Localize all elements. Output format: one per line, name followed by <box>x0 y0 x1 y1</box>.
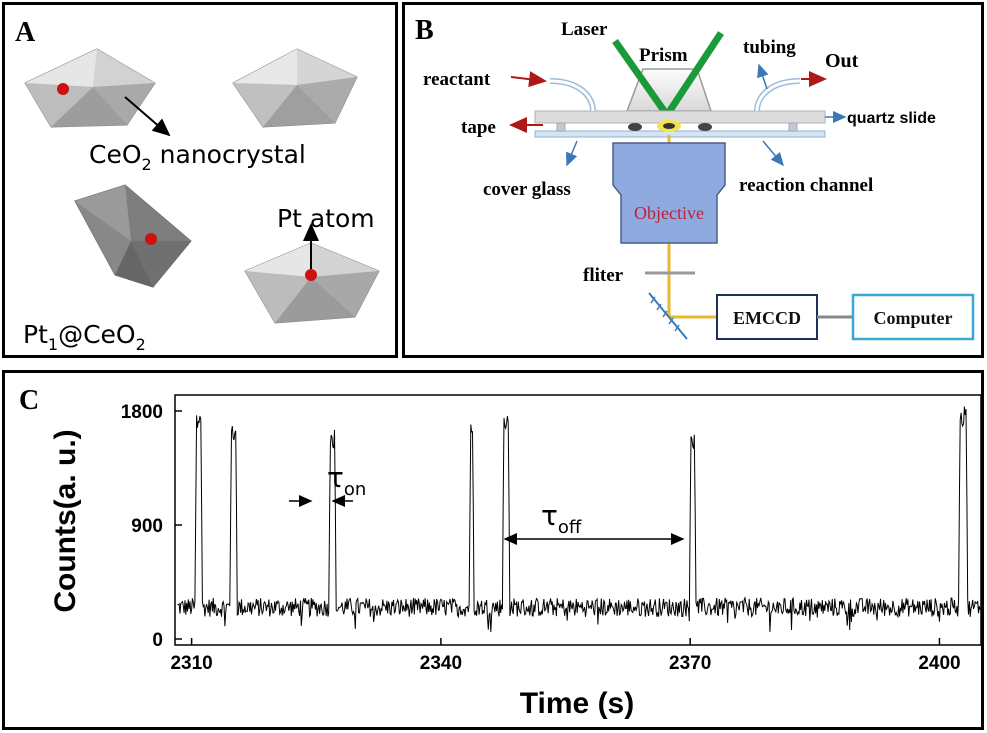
reactant-label: reactant <box>423 69 491 90</box>
pt-atom-dot <box>305 269 317 281</box>
count-trace <box>177 406 981 633</box>
out-label: Out <box>825 50 859 72</box>
x-axis: 2310 2340 2370 2400 <box>170 638 961 674</box>
objective-lens <box>612 142 726 244</box>
quartz-slide <box>534 110 826 124</box>
laser-label: Laser <box>561 19 608 40</box>
tau-on-label: τon <box>327 461 366 500</box>
x-tick-label: 2310 <box>170 653 212 674</box>
y-tick-label: 1800 <box>121 402 163 423</box>
cover-glass <box>534 130 826 138</box>
panel-c-chart: C 0 900 1800 2310 2340 2370 2400 Time (s) Cou… <box>19 385 982 720</box>
x-tick-label: 2400 <box>918 653 960 674</box>
nanocrystal-label: CeO2 nanocrystal <box>89 140 306 174</box>
x-tick-label: 2370 <box>669 653 711 674</box>
objective-label: Objective <box>634 203 704 223</box>
panel-c-letter: C <box>19 385 39 416</box>
cover-glass-label: cover glass <box>483 179 571 200</box>
panel-a-letter: A <box>15 17 36 48</box>
panel-b-schematic: B Objective <box>415 15 975 341</box>
panel-a-illustration: A CeO2 nanocrystal Pt atom Pt1@CeO2 <box>15 17 380 354</box>
tape-spacer <box>556 122 566 132</box>
filter-label: fliter <box>583 265 624 286</box>
tubing-label: tubing <box>743 37 796 58</box>
reaction-channel-label: reaction channel <box>739 175 873 196</box>
quartz-slide-label: quartz slide <box>847 110 936 127</box>
emccd-box <box>716 294 818 340</box>
outlet-tubing-core <box>755 79 801 112</box>
panel-a: A CeO2 nanocrystal Pt atom Pt1@CeO2 <box>2 2 398 358</box>
tau-off-label: τoff <box>541 499 582 538</box>
y-axis: 0 900 1800 <box>121 402 182 651</box>
emccd-label: EMCCD <box>733 308 801 328</box>
tape-label: tape <box>461 117 496 138</box>
y-tick-label: 0 <box>152 630 163 651</box>
pt-atom-label: Pt atom <box>277 204 375 233</box>
tape-spacer <box>788 122 798 132</box>
formula-label: Pt1@CeO2 <box>23 320 146 354</box>
x-axis-title: Time (s) <box>520 687 634 720</box>
nanocrystal-arrow <box>124 96 171 137</box>
pt-atom-dot <box>57 83 69 95</box>
reaction-particles <box>628 120 712 132</box>
x-tick-label: 2340 <box>420 653 462 674</box>
pt-atom-dot <box>145 233 157 245</box>
tubing-arrow <box>757 63 769 90</box>
inlet-tubing-core <box>549 79 595 112</box>
cover-glass-arrow <box>566 140 578 167</box>
plot-frame <box>174 394 982 646</box>
ceo2-crystal-2 <box>232 48 358 128</box>
y-axis-title: Counts(a. u.) <box>49 429 82 612</box>
panel-b-letter: B <box>415 15 434 46</box>
reactant-arrow <box>510 71 547 88</box>
ceo2-crystal-3 <box>74 184 192 288</box>
mirror <box>648 292 688 340</box>
reaction-channel-arrow <box>762 140 784 167</box>
panel-b: B Objective <box>402 2 984 358</box>
ceo2-crystal-4 <box>244 242 380 324</box>
computer-label: Computer <box>874 308 953 328</box>
ceo2-crystal-1 <box>24 48 156 128</box>
panel-c: C 0 900 1800 2310 2340 2370 2400 Time (s) Cou… <box>2 370 984 730</box>
y-tick-label: 900 <box>131 516 163 537</box>
prism-label: Prism <box>639 45 688 66</box>
computer-box <box>851 293 975 341</box>
